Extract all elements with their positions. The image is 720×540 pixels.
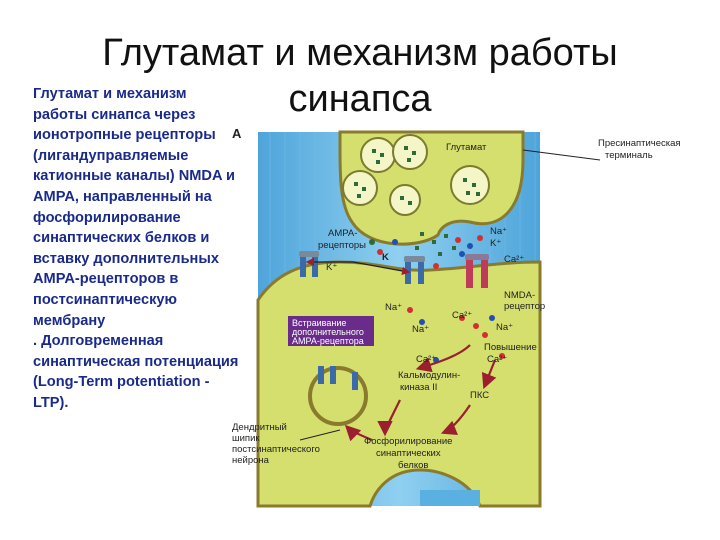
internal-vesicle	[308, 366, 368, 426]
label-increase: Повышение	[484, 342, 537, 353]
slide-title: Глутамат и механизм работы синапса	[102, 32, 618, 120]
released-glutamate	[415, 232, 456, 256]
label-presynaptic-2: терминаль	[605, 150, 653, 161]
description-text: Глутамат и механизм работы синапса через…	[33, 84, 243, 414]
label-spine-4: нейрона	[232, 455, 270, 466]
label-glutamate: Глутамат	[446, 142, 487, 153]
label-presynaptic-1: Пресинаптическая	[598, 138, 681, 149]
ion-dots	[369, 235, 505, 363]
label-ampa-2: рецепторы	[318, 240, 366, 251]
label-k-plus-2: K⁺	[490, 238, 501, 249]
label-insertion-3: AMPA-рецептора	[292, 336, 364, 346]
label-ca-low: Ca²⁺	[416, 354, 436, 365]
description-main: Глутамат и механизм работы синапса через…	[33, 86, 235, 329]
label-na-mid: Na⁺	[412, 324, 429, 335]
label-pkc: ПКС	[470, 390, 489, 401]
label-insertion-2: дополнительного	[292, 327, 364, 337]
label-na-right: Na⁺	[496, 322, 513, 333]
label-spine-2: шипик	[232, 433, 260, 444]
spine-neck-gap	[420, 490, 480, 506]
vesicle-glutamate-dots	[354, 146, 480, 205]
label-spine-1: Дендритный	[232, 422, 287, 433]
description-tail: . Долговременная синаптическая потенциац…	[33, 333, 239, 411]
ampa-receptor-vesicle	[318, 366, 358, 390]
label-camk-1: Кальмодулин-	[398, 370, 460, 381]
insertion-box	[288, 316, 374, 346]
label-nmda-2: рецептор	[504, 301, 545, 312]
label-ampa-1: AMPA-	[328, 228, 357, 239]
pointer-lines	[299, 149, 601, 441]
label-na-left: Na⁺	[385, 302, 402, 313]
label-k-big: K	[382, 252, 389, 263]
label-spine-3: постсинаптического	[232, 444, 320, 455]
label-phospho-1: Фосфорилирование	[364, 436, 452, 447]
ampa-receptor-left	[299, 251, 319, 277]
label-phospho-3: белков	[398, 460, 428, 471]
label-nmda-1: NMDA-	[504, 290, 535, 301]
label-ca-top: Ca²⁺	[504, 254, 524, 265]
label-camk-2: киназа II	[400, 382, 437, 393]
panel-letter: A	[232, 126, 242, 141]
nmda-receptor	[465, 254, 489, 288]
label-phospho-2: синаптических	[376, 448, 441, 459]
label-k-plus-1: K⁺	[326, 262, 337, 273]
label-ca-right: Ca²⁺	[487, 354, 507, 365]
label-na-top: Na⁺	[490, 226, 507, 237]
pathway-arrows	[344, 344, 497, 442]
label-ca-mid: Ca²⁺	[452, 310, 472, 321]
k-efflux-arrows	[305, 257, 411, 276]
label-insertion-1: Встраивание	[292, 318, 346, 328]
